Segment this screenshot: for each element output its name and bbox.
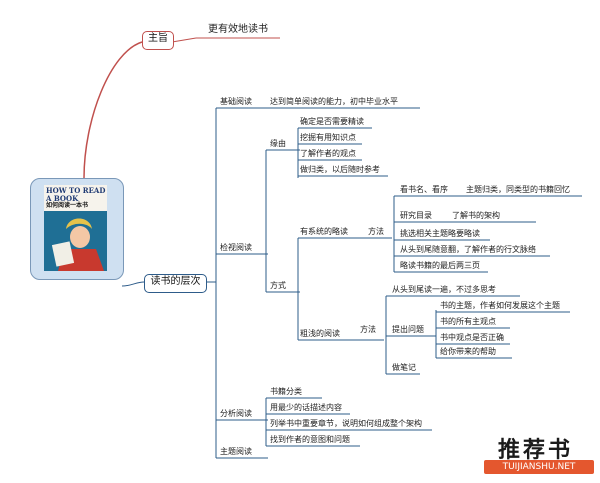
book-cover-image: HOW TO READ A BOOK 如何阅读一本书	[44, 185, 107, 271]
site-watermark: 推荐书 TUIJIANSHU.NET	[484, 432, 594, 476]
reason-item: 挖掘有用知识点	[300, 133, 356, 142]
inspect-method[interactable]: 方式	[270, 281, 286, 290]
system-step-detail: 主题归类，同类型的书籍回忆	[466, 185, 570, 194]
system-step: 略读书籍的最后两三页	[400, 261, 480, 270]
superficial-step: 从头到尾读一遍，不过多思考	[392, 285, 496, 294]
analytical-item: 用最少的话描述内容	[270, 403, 342, 412]
level-syntopical-reading[interactable]: 主题阅读	[220, 447, 252, 456]
root-node[interactable]: HOW TO READ A BOOK 如何阅读一本书	[30, 178, 124, 280]
reason-item: 了解作者的观点	[300, 149, 356, 158]
system-step-detail: 了解书的架构	[452, 211, 500, 220]
superficial-method: 方法	[360, 325, 376, 334]
question-item: 书中观点是否正确	[440, 333, 504, 342]
level-basic-reading[interactable]: 基础阅读	[220, 97, 252, 106]
take-notes: 做笔记	[392, 363, 416, 372]
reason-item: 确定是否需要精读	[300, 117, 364, 126]
level-analytical-reading[interactable]: 分析阅读	[220, 409, 252, 418]
system-step: 从头到尾随意翻，了解作者的行文脉络	[400, 245, 536, 254]
systematic-method: 方法	[368, 227, 384, 236]
level-inspectional-reading[interactable]: 检视阅读	[220, 243, 252, 252]
analytical-item: 列举书中重要章节，说明如何组成整个架构	[270, 419, 422, 428]
inspect-reason[interactable]: 缘由	[270, 139, 286, 148]
superficial-reading[interactable]: 粗浅的阅读	[300, 329, 340, 338]
ask-questions[interactable]: 提出问题	[392, 325, 424, 334]
basic-reading-desc: 达到简单阅读的能力，初中毕业水平	[270, 97, 398, 106]
system-step: 看书名、看序	[400, 185, 448, 194]
system-step: 挑选相关主题略要略读	[400, 229, 480, 238]
question-item: 书的所有主观点	[440, 317, 496, 326]
topic-zhuzhi[interactable]: 主旨	[142, 31, 174, 50]
reason-item: 做归类，以后随时参考	[300, 165, 380, 174]
question-item: 给你带来的帮助	[440, 347, 496, 356]
reader-illustration	[51, 218, 104, 271]
systematic-skimming[interactable]: 有系统的略读	[300, 227, 348, 236]
topic-levels[interactable]: 读书的层次	[144, 274, 207, 293]
zhuzhi-description: 更有效地读书	[208, 24, 268, 35]
system-step: 研究目录	[400, 211, 432, 220]
analytical-item: 找到作者的意图和问题	[270, 435, 350, 444]
question-item: 书的主题，作者如何发展这个主题	[440, 301, 560, 310]
analytical-item: 书籍分类	[270, 387, 302, 396]
